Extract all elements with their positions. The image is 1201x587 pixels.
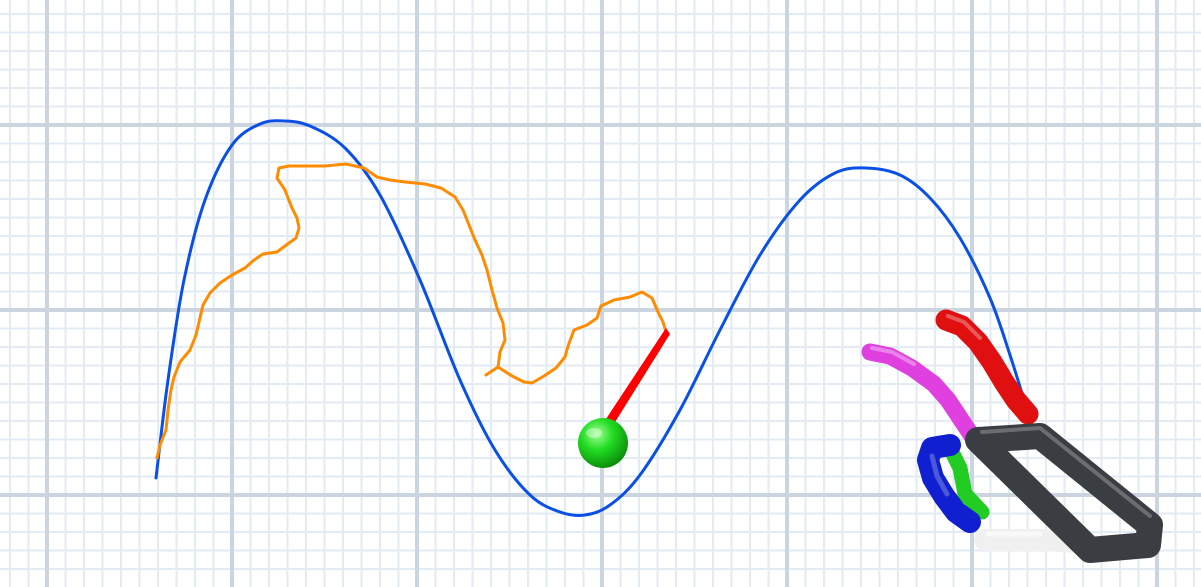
ring-finger [861, 343, 981, 445]
index-finger [942, 440, 990, 520]
pinky-finger [935, 309, 1039, 425]
ring-highlight [870, 346, 916, 366]
thumb-finger [974, 529, 1089, 553]
palm-highlight [980, 425, 1152, 518]
ball-cursor[interactable] [578, 418, 628, 468]
hand-palm [965, 423, 1163, 563]
hand-pinky [935, 309, 1039, 425]
hand-model [861, 309, 1163, 563]
ball-highlight [586, 428, 602, 438]
traced-path [155, 162, 668, 460]
hand-index [942, 440, 990, 520]
hand-ring [861, 343, 981, 445]
target-curve [154, 119, 1032, 518]
pinky-highlight [946, 314, 982, 340]
ball[interactable] [578, 418, 628, 468]
pointer-line [604, 328, 670, 427]
hand-thumb [974, 529, 1089, 553]
middle-highlight [929, 453, 950, 497]
palm-frame [965, 423, 1163, 563]
middle-finger [917, 434, 981, 533]
hand-middle [917, 434, 981, 533]
